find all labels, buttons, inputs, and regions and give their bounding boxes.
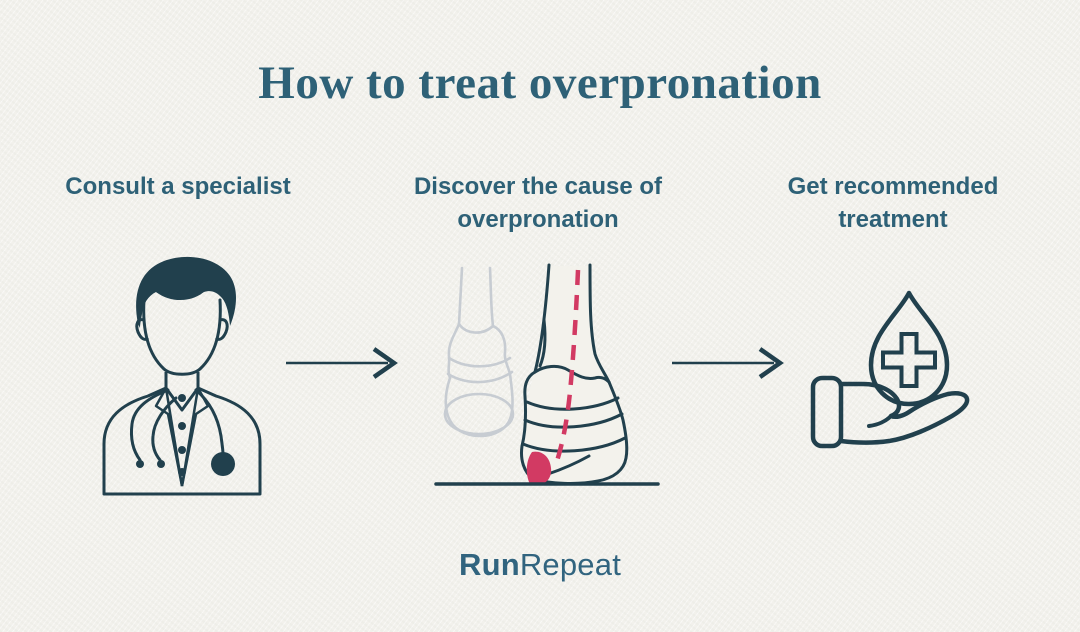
arrow-right-icon <box>282 345 402 386</box>
step-1-label: Consult a specialist <box>65 173 291 200</box>
step-2-label: Discover the cause of overpronation <box>413 173 663 233</box>
hand-treatment-icon <box>805 288 977 455</box>
doctor-icon <box>82 248 282 501</box>
step-3-label: Get recommended treatment <box>787 173 999 233</box>
runrepeat-logo: RunRepeat <box>0 547 1080 583</box>
logo-bold-part: Run <box>458 547 520 582</box>
logo-light-part: Repeat <box>519 547 622 582</box>
arrow-right-icon <box>668 345 788 386</box>
page-title: How to treat overpronation <box>258 57 822 109</box>
feet-overpronation-icon <box>432 262 662 495</box>
